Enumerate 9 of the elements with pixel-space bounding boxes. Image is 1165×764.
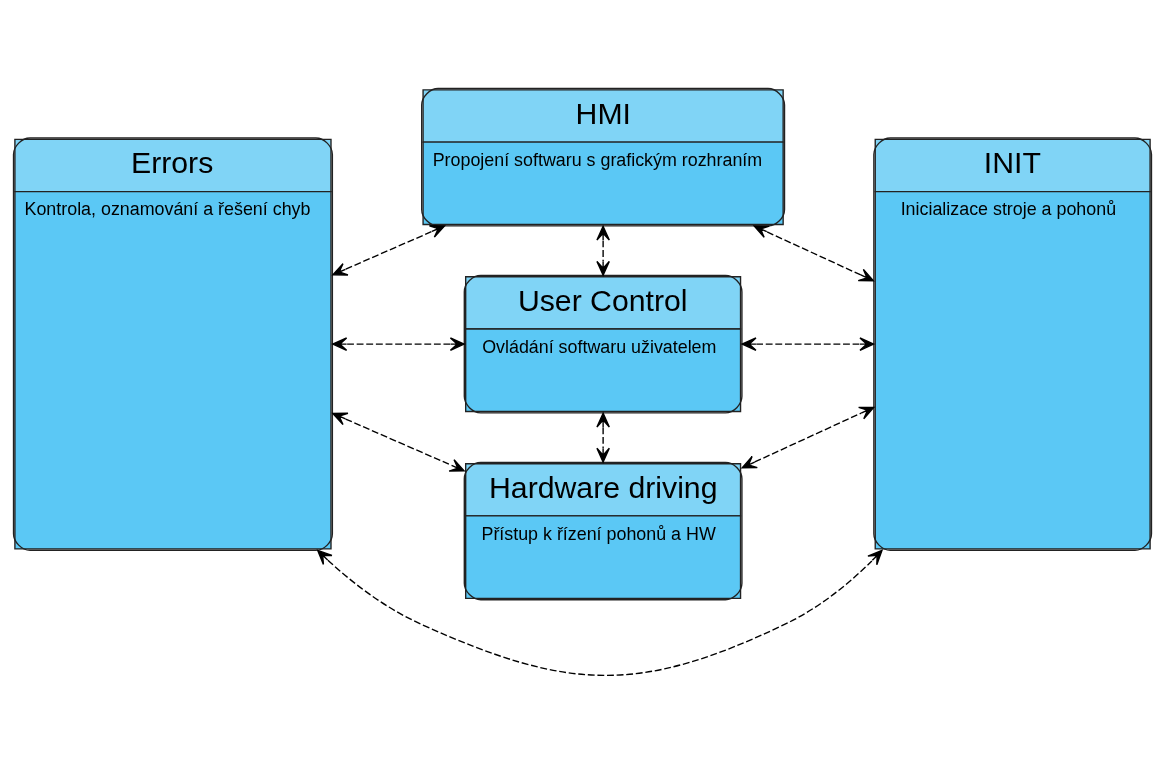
arrow (741, 406, 875, 469)
arrow (332, 412, 465, 472)
arrow (317, 549, 883, 677)
arrow (753, 225, 874, 282)
arrow (596, 225, 610, 276)
arrow (332, 225, 446, 276)
arrow (741, 337, 875, 351)
arrow (596, 412, 610, 463)
arrow (332, 337, 465, 351)
